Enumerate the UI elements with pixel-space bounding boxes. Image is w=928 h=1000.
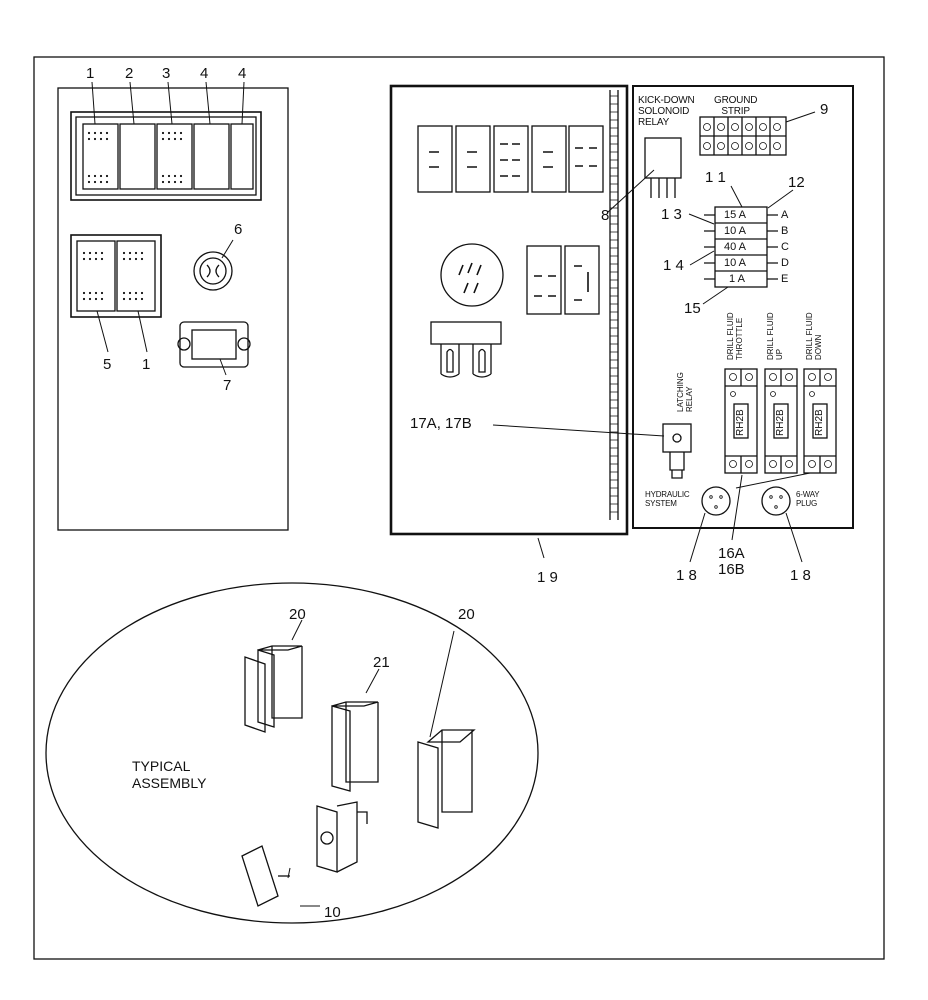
fuse-rating-a: 15 A <box>724 209 747 221</box>
callout-8: 8 <box>601 207 610 224</box>
fluid-down-label: DRILL FLUID DOWN <box>805 312 823 360</box>
fuse-letter-e: E <box>781 273 789 285</box>
hinged-door <box>389 84 629 536</box>
callout-9: 9 <box>820 101 829 118</box>
callout-10: 10 <box>324 904 341 921</box>
left-leaders <box>91 81 245 376</box>
callout-1b: 1 <box>142 356 151 373</box>
callout-7: 7 <box>223 377 232 394</box>
callout-17ab: 17A, 17B <box>410 415 472 432</box>
typical-assembly <box>45 582 539 924</box>
fuse-rating-c: 40 A <box>724 241 747 253</box>
relay-model-1: RH2B <box>735 409 746 436</box>
fluid-up-label: DRILL FLUID UP <box>766 312 784 360</box>
terminal-screws <box>703 123 832 509</box>
callout-18b: 1 8 <box>790 567 811 584</box>
left-switch-panel <box>57 87 289 531</box>
callout-11: 1 1 <box>705 169 726 186</box>
callout-4a: 4 <box>200 65 209 82</box>
callout-13: 1 3 <box>661 206 682 223</box>
right-leaders <box>492 111 816 563</box>
callout-21: 21 <box>373 654 390 671</box>
callout-12: 12 <box>788 174 805 191</box>
kickdown-relay-label: KICK-DOWN SOLONOID RELAY <box>638 95 695 128</box>
callout-15: 15 <box>684 300 701 317</box>
latching-relay-label: LATCHING RELAY <box>676 372 694 412</box>
right-panel <box>632 85 854 529</box>
fuse-letter-a: A <box>781 209 789 221</box>
fuse-rating-d: 10 A <box>724 257 747 269</box>
callout-18a: 1 8 <box>676 567 697 584</box>
six-way-plug-label: 6-WAY PLUG <box>796 490 820 508</box>
callout-14: 1 4 <box>663 257 684 274</box>
outer-frame <box>33 56 885 960</box>
fuse-letter-b: B <box>781 225 789 237</box>
callout-16ab: 16A 16B <box>718 545 745 578</box>
relay-model-2: RH2B <box>775 409 786 436</box>
fuse-letter-d: D <box>781 257 789 269</box>
switch-dots <box>82 131 183 301</box>
fuse-rating-b: 10 A <box>724 225 747 237</box>
callout-5: 5 <box>103 356 112 373</box>
ground-strip-label: GROUND STRIP <box>714 95 758 117</box>
throttle-label: DRILL FLUID THROTTLE <box>726 312 744 360</box>
callout-2: 2 <box>125 65 134 82</box>
fuse-letter-c: C <box>781 241 789 253</box>
relay-model-3: RH2B <box>814 409 825 436</box>
callout-1a: 1 <box>86 65 95 82</box>
callout-19: 1 9 <box>537 569 558 586</box>
callout-4b: 4 <box>238 65 247 82</box>
typical-assembly-label: TYPICAL ASSEMBLY <box>132 758 207 791</box>
fuse-rating-e: 1 A <box>729 273 745 285</box>
callout-20a: 20 <box>289 606 306 623</box>
callout-6: 6 <box>234 221 243 238</box>
callout-3: 3 <box>162 65 171 82</box>
callout-20b: 20 <box>458 606 475 623</box>
hydraulic-system-label: HYDRAULIC SYSTEM <box>645 490 690 508</box>
